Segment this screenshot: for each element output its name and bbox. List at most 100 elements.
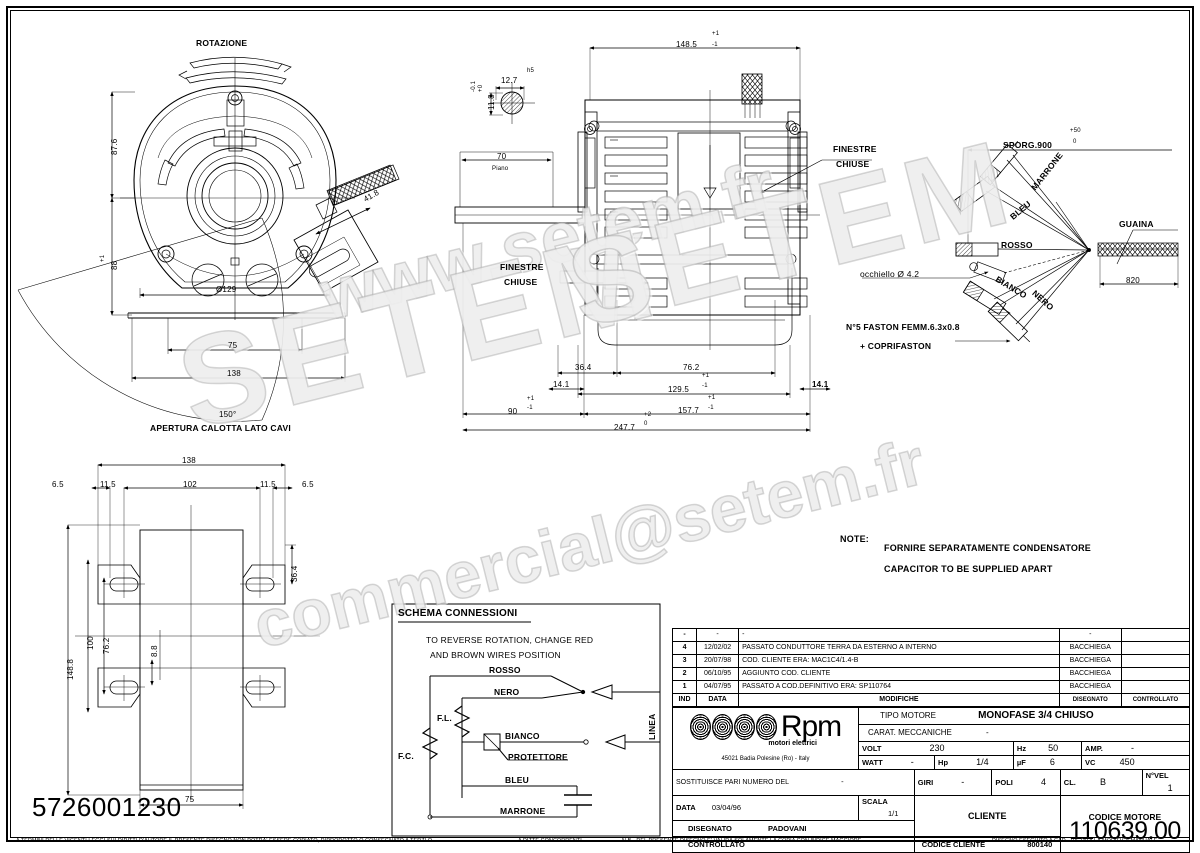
dim-157-7-tol-minus: -1 bbox=[708, 405, 714, 411]
giri-label: GIRI bbox=[917, 778, 934, 787]
company-logo: Rpm motori elettrici 45021 Badia Polesin… bbox=[672, 707, 859, 770]
rev-ind-2: 3 bbox=[671, 654, 698, 668]
table-row: 3 20/07/98 COD. CLIENTE ERA: MAC1C4/1.4-… bbox=[671, 654, 1191, 668]
sostituisce-value: - bbox=[841, 777, 844, 786]
uf-cell: µF 6 bbox=[1012, 755, 1083, 770]
vc-cell: VC 450 bbox=[1081, 755, 1190, 770]
codice-motore-cell: CODICE MOTORE 110639.00 bbox=[1059, 795, 1191, 853]
schema-wire-nero: NERO bbox=[494, 687, 520, 697]
dim-6-5-left: 6.5 bbox=[52, 480, 64, 489]
schema-note-1: TO REVERSE ROTATION, CHANGE RED bbox=[426, 635, 594, 645]
rev-date-2: 20/07/98 bbox=[696, 654, 740, 668]
poli-label: POLI bbox=[995, 778, 1013, 787]
tipo-motore-label: TIPO MOTORE bbox=[880, 711, 936, 720]
dim-148-5-tol-minus: -1 bbox=[712, 42, 718, 48]
dim-36-4-base: 36.4 bbox=[290, 565, 299, 582]
poli-cell: POLI 4 bbox=[991, 769, 1061, 796]
rev-ctrl-0 bbox=[1120, 628, 1191, 642]
dim-138-front: 138 bbox=[227, 369, 241, 378]
uf-label: µF bbox=[1016, 758, 1026, 767]
note-finestre-right: FINESTRE bbox=[833, 144, 877, 154]
notes-header: NOTE: bbox=[840, 534, 869, 544]
dim-36-4-side: 36.4 bbox=[575, 363, 592, 372]
data-label: DATA bbox=[676, 803, 696, 812]
title-block: - - - - 4 12/02/02 PASSATO CONDUTTORE TE… bbox=[671, 628, 1191, 853]
coil-icon bbox=[689, 713, 777, 740]
data-value: 03/04/96 bbox=[711, 803, 742, 812]
scala-cell: SCALA 1/1 bbox=[858, 795, 915, 821]
rev-dis-1: BACCHIEGA bbox=[1058, 641, 1122, 655]
rev-dis-0: - bbox=[1058, 628, 1122, 642]
dim-247-7-tol-zero: 0 bbox=[644, 421, 648, 427]
dim-100: 100 bbox=[86, 636, 95, 650]
logo-wordmark: Rpm bbox=[780, 709, 842, 743]
codice-cliente-value: 800140 bbox=[1027, 839, 1053, 849]
dim-8-8: 8.8 bbox=[150, 645, 159, 657]
watt-value: - bbox=[910, 757, 914, 767]
dim-angle-150: 150° bbox=[219, 410, 237, 419]
caption-apertura-calotta: APERTURA CALOTTA LATO CAVI bbox=[150, 423, 291, 433]
dim-90: 90 bbox=[508, 407, 518, 416]
schema-label-fl: F.L. bbox=[437, 713, 452, 723]
nvel-label: N°VEL bbox=[1145, 771, 1169, 780]
table-row: 4 12/02/02 PASSATO CONDUTTORE TERRA DA E… bbox=[671, 641, 1191, 655]
tol-h5: h5 bbox=[527, 68, 535, 74]
rev-col-modifiche: MODIFICHE bbox=[738, 693, 1060, 707]
rev-ind-1: 4 bbox=[671, 641, 698, 655]
codice-motore-label: CODICE MOTORE bbox=[1088, 812, 1162, 822]
cl-label: CL. bbox=[1063, 778, 1076, 787]
dim-148-5-tol-plus: +1 bbox=[712, 31, 720, 37]
controllato-label: CONTROLLATO bbox=[688, 839, 745, 849]
nvel-cell: N°VEL 1 bbox=[1141, 769, 1191, 796]
giri-value: - bbox=[961, 777, 965, 787]
dim-diameter-129: Ø129 bbox=[216, 285, 237, 294]
dim-75-front: 75 bbox=[228, 341, 238, 350]
dim-75-base: 75 bbox=[185, 795, 195, 804]
hz-cell: Hz 50 bbox=[1012, 741, 1083, 756]
rev-col-ind: IND bbox=[671, 693, 698, 707]
label-guaina: GUAINA bbox=[1119, 219, 1154, 229]
codice-motore-value: 110639.00 bbox=[1068, 817, 1181, 845]
dim-76-2-side: 76.2 bbox=[683, 363, 700, 372]
dim-148-5: 148.5 bbox=[676, 40, 698, 49]
dim-76-2-base: 76.2 bbox=[102, 637, 111, 654]
rev-ind-4: 1 bbox=[671, 680, 698, 694]
rev-ind-3: 2 bbox=[671, 667, 698, 681]
codice-cliente-cell: CODICE CLIENTE 800140 bbox=[913, 836, 1061, 853]
schema-label-protettore: PROTETTORE bbox=[508, 752, 568, 762]
schema-note-2: AND BROWN WIRES POSITION bbox=[430, 650, 561, 660]
amp-value: - bbox=[1130, 743, 1134, 753]
hp-cell: Hp 1/4 bbox=[934, 755, 1014, 770]
carat-value: - bbox=[985, 728, 989, 737]
note-faston: N°5 FASTON FEMM.6.3x0.8 bbox=[846, 322, 960, 332]
cliente-label: CLIENTE bbox=[913, 795, 1061, 837]
giri-cell: GIRI - bbox=[913, 769, 993, 796]
schema-wire-rosso: ROSSO bbox=[489, 665, 521, 675]
dim-129-5-tol-minus: -1 bbox=[702, 383, 708, 389]
dim-129-5-tol-plus: +1 bbox=[702, 373, 710, 379]
sporg-tol-dn: 0 bbox=[1073, 139, 1077, 145]
dim-129-5: 129.5 bbox=[668, 385, 690, 394]
rev-dis-3: BACCHIEGA bbox=[1058, 667, 1122, 681]
schema-label-linea: LINEA bbox=[647, 713, 657, 741]
note-chiuse-left: CHIUSE bbox=[504, 277, 538, 287]
uf-value: 6 bbox=[1049, 757, 1055, 767]
schema-wire-bianco: BIANCO bbox=[505, 731, 540, 741]
wire-label-rosso: ROSSO bbox=[1001, 240, 1033, 250]
tipo-motore-value: MONOFASE 3/4 CHIUSO bbox=[978, 710, 1094, 721]
rev-date-0: - bbox=[696, 628, 740, 642]
poli-value: 4 bbox=[1040, 777, 1046, 787]
drawing-number: 5726001230 bbox=[32, 792, 182, 822]
amp-cell: AMP. - bbox=[1081, 741, 1190, 756]
watt-cell: WATT - bbox=[857, 755, 936, 770]
vc-label: VC bbox=[1085, 758, 1096, 767]
label-sporg-900: SPORG.900 bbox=[1003, 140, 1053, 150]
sporg-tol-up: +50 bbox=[1070, 128, 1081, 134]
scala-label: SCALA bbox=[862, 797, 888, 806]
tipo-motore-row: TIPO MOTORE MONOFASE 3/4 CHIUSO bbox=[858, 707, 1190, 725]
hp-value: 1/4 bbox=[976, 757, 989, 767]
dim-247-7-tol-plus: +2 bbox=[644, 412, 652, 418]
dim-157-7: 157.7 bbox=[678, 406, 700, 415]
hz-label: Hz bbox=[1016, 744, 1027, 753]
